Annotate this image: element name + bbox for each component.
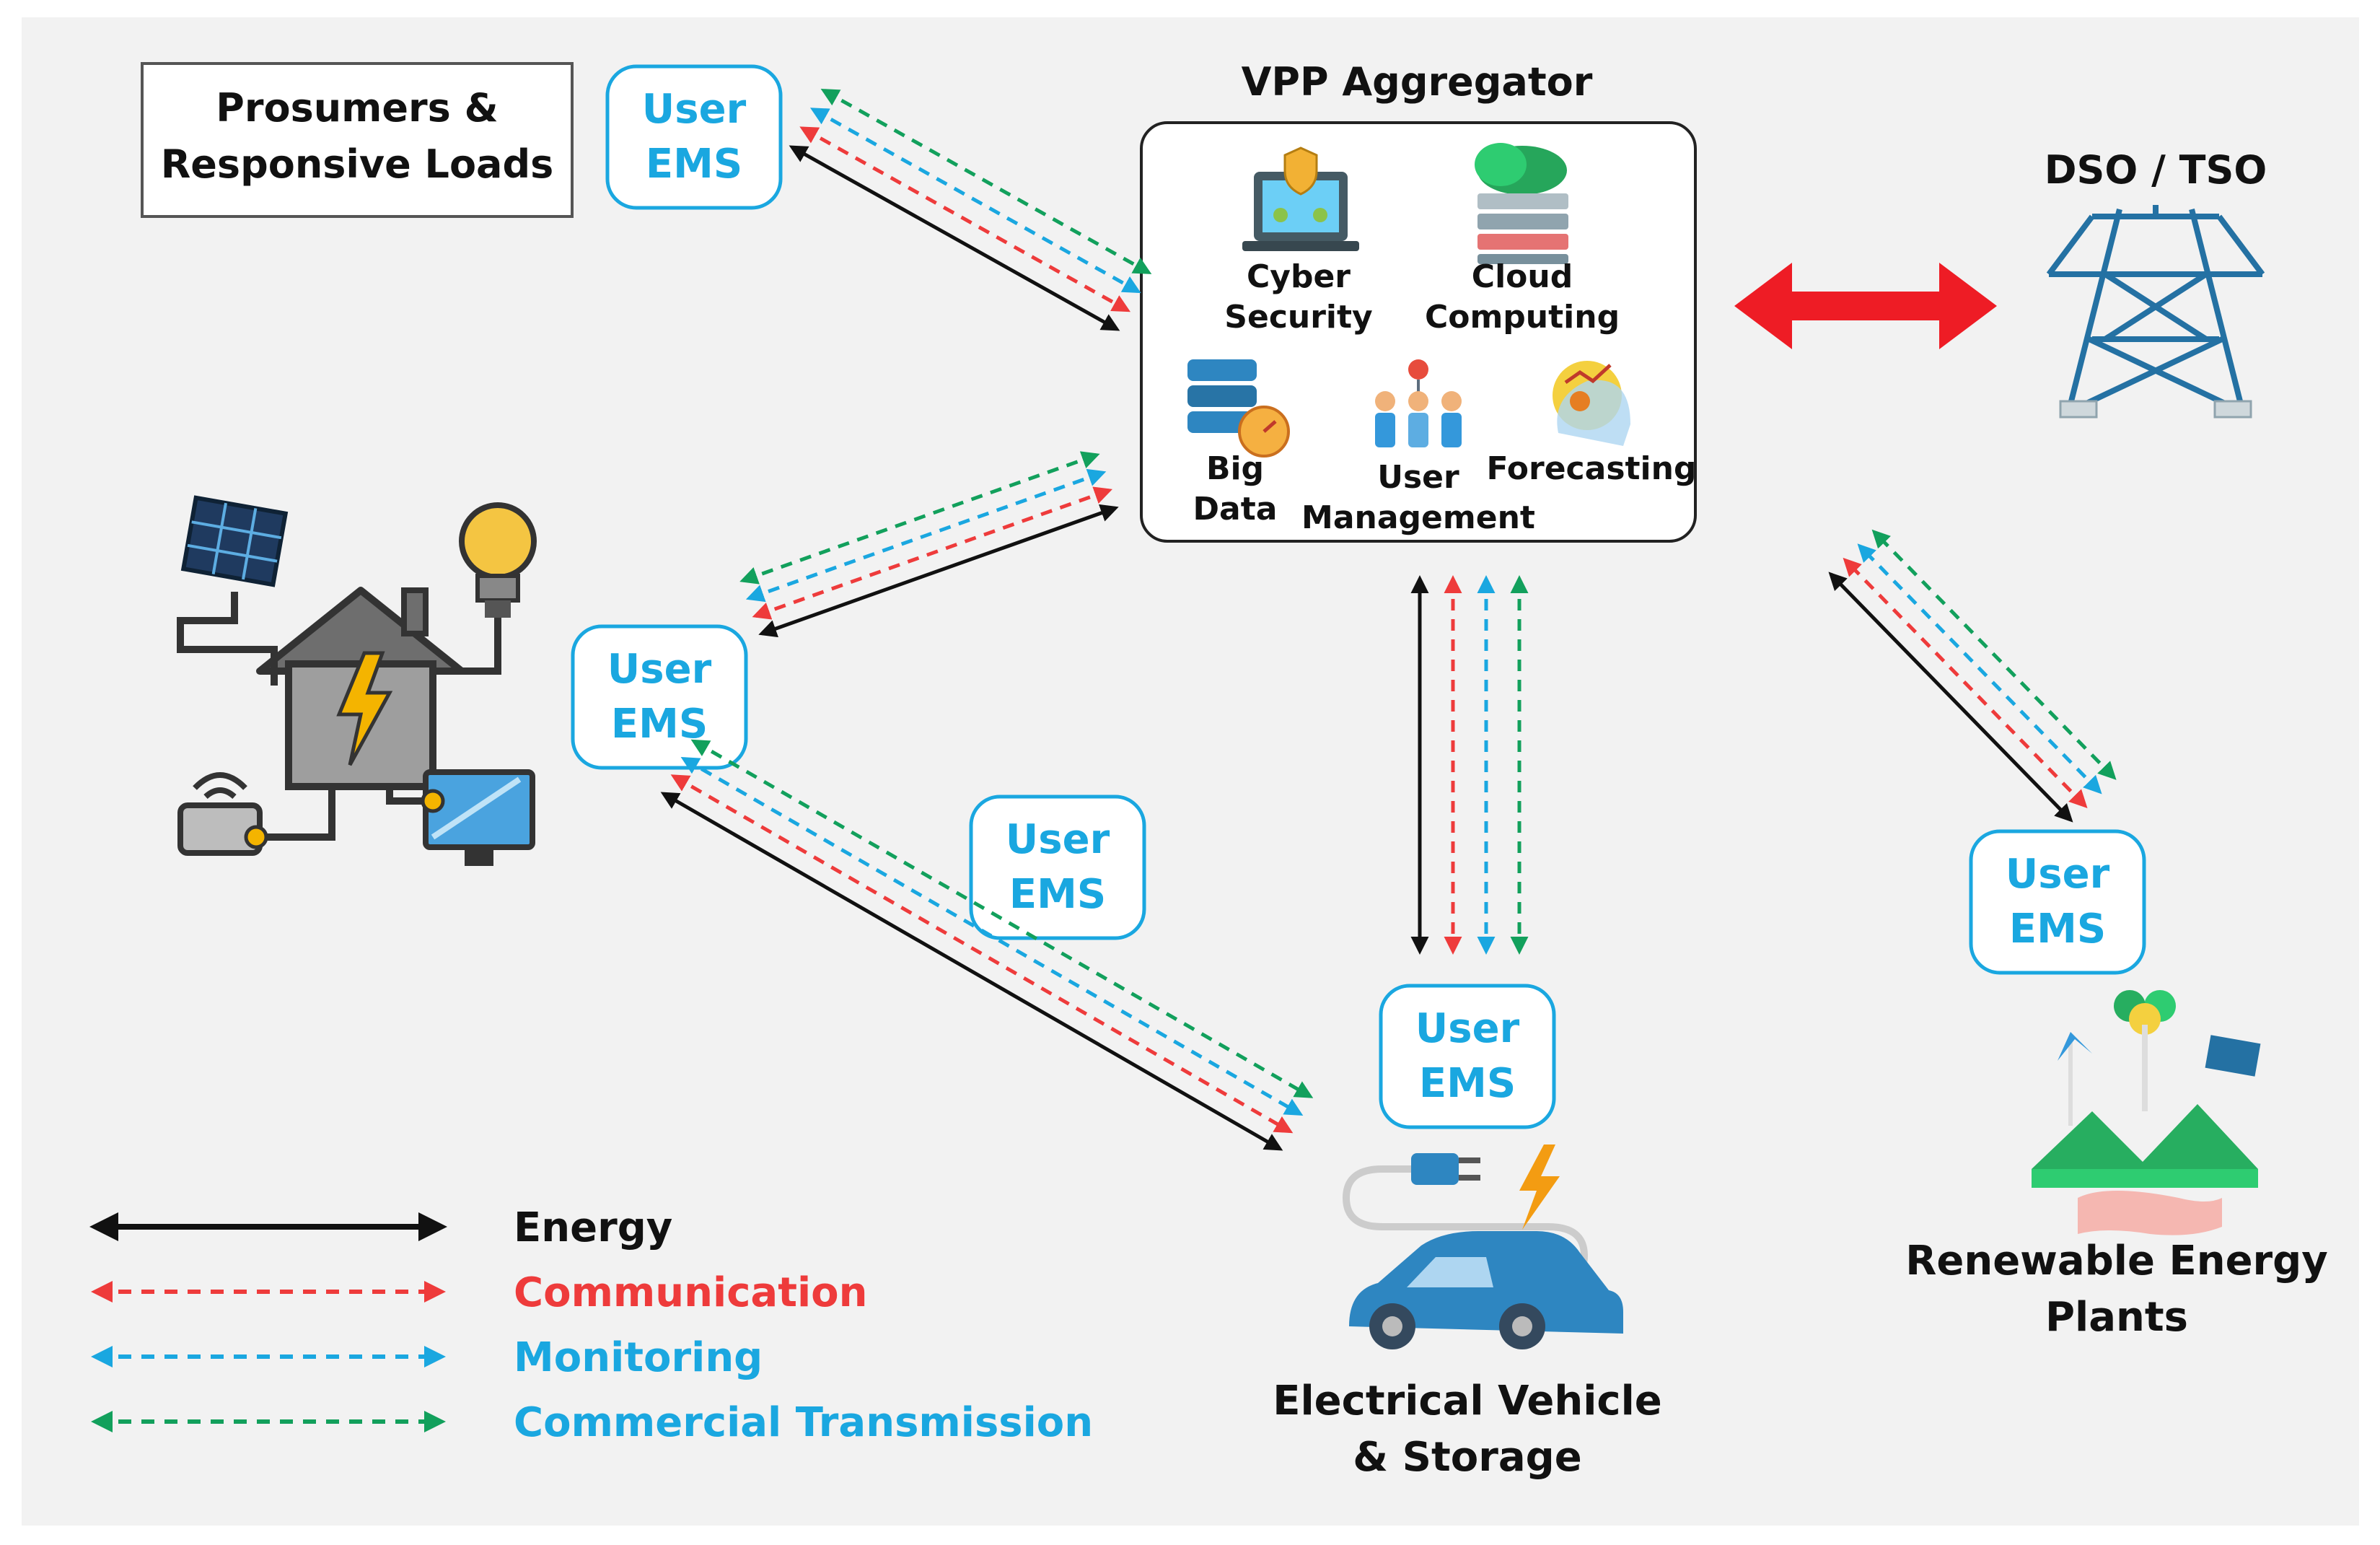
ev-label-line-2: & Storage [1353,1434,1581,1481]
ev-label-line-1: Electrical Vehicle [1273,1378,1662,1424]
prosumers-label-box: Prosumers & Responsive Loads [141,62,574,218]
user-ems-box: User EMS [571,624,748,770]
user-ems-box: User EMS [1379,984,1556,1129]
aggregator-title: VPP Aggregator [1242,59,1593,105]
user-ems-label-2: EMS [1009,871,1106,918]
module-label-cloud-2: Computing [1425,299,1620,336]
user-ems-label-1: User [1006,816,1110,863]
user-management-icon [1375,359,1462,447]
user-ems-label-1: User [607,646,712,693]
user-ems-label-2: EMS [646,141,742,188]
big-data-icon [1187,359,1290,458]
smart-home-icon [177,495,537,866]
user-ems-label-1: User [1415,1005,1520,1052]
link-prosumer-ems-commercial-arrow [820,89,1152,274]
module-label-cyber-1: Cyber [1247,258,1351,295]
module-label-bigdata-1: Big [1206,450,1264,487]
prosumers-label-line-1: Prosumers & [216,85,498,131]
forecasting-icon [1553,361,1630,446]
link-home-ems-commercial-arrow [739,451,1100,585]
user-ems-box: User EMS [1969,829,2146,975]
prosumers-label-line-2: Responsive Loads [161,141,554,187]
user-ems-label-2: EMS [1419,1060,1516,1107]
module-label-cloud-1: Cloud [1472,258,1573,295]
grid-link-arrow [1734,263,1997,349]
renewable-label-line-2: Plants [2045,1294,2188,1341]
module-label-forecasting: Forecasting [1487,450,1697,487]
link-renewable-ems-commercial-arrow [1871,529,2117,780]
cyber-security-icon [1242,146,1359,251]
renewable-label-line-1: Renewable Energy [1905,1238,2328,1284]
legend: EnergyCommunicationMonitoringCommercial … [89,1204,1093,1446]
tower-foot-right [2213,400,2252,419]
ev-charging-icon [1342,1144,1623,1349]
vpp-aggregator: VPP Aggregator Cyber Security Cloud Comp… [1140,59,1697,543]
link-home-ev-commercial-arrow [690,739,1314,1098]
connection-links [660,89,2117,1151]
user-ems-label-2: EMS [611,701,708,748]
tower-foot-left [2059,400,2098,419]
module-label-cyber-2: Security [1224,299,1372,336]
legend-label: Communication [514,1269,868,1316]
dso-tso-label: DSO / TSO [2045,147,2267,193]
module-label-bigdata-2: Data [1193,491,1278,528]
renewable-energy-icon [2032,990,2261,1235]
legend-label: Commercial Transmission [514,1399,1093,1446]
user-ems-box: User EMS [605,64,783,210]
user-ems-label-1: User [642,86,747,133]
user-ems-label-1: User [2006,851,2110,898]
module-label-user-2: Management [1301,499,1535,536]
user-ems-label-2: EMS [2009,906,2106,953]
module-label-user-1: User [1377,459,1459,496]
cloud-computing-icon [1475,143,1568,264]
legend-label: Energy [514,1204,672,1251]
legend-label: Monitoring [514,1334,763,1381]
transmission-tower-icon [2046,205,2265,407]
